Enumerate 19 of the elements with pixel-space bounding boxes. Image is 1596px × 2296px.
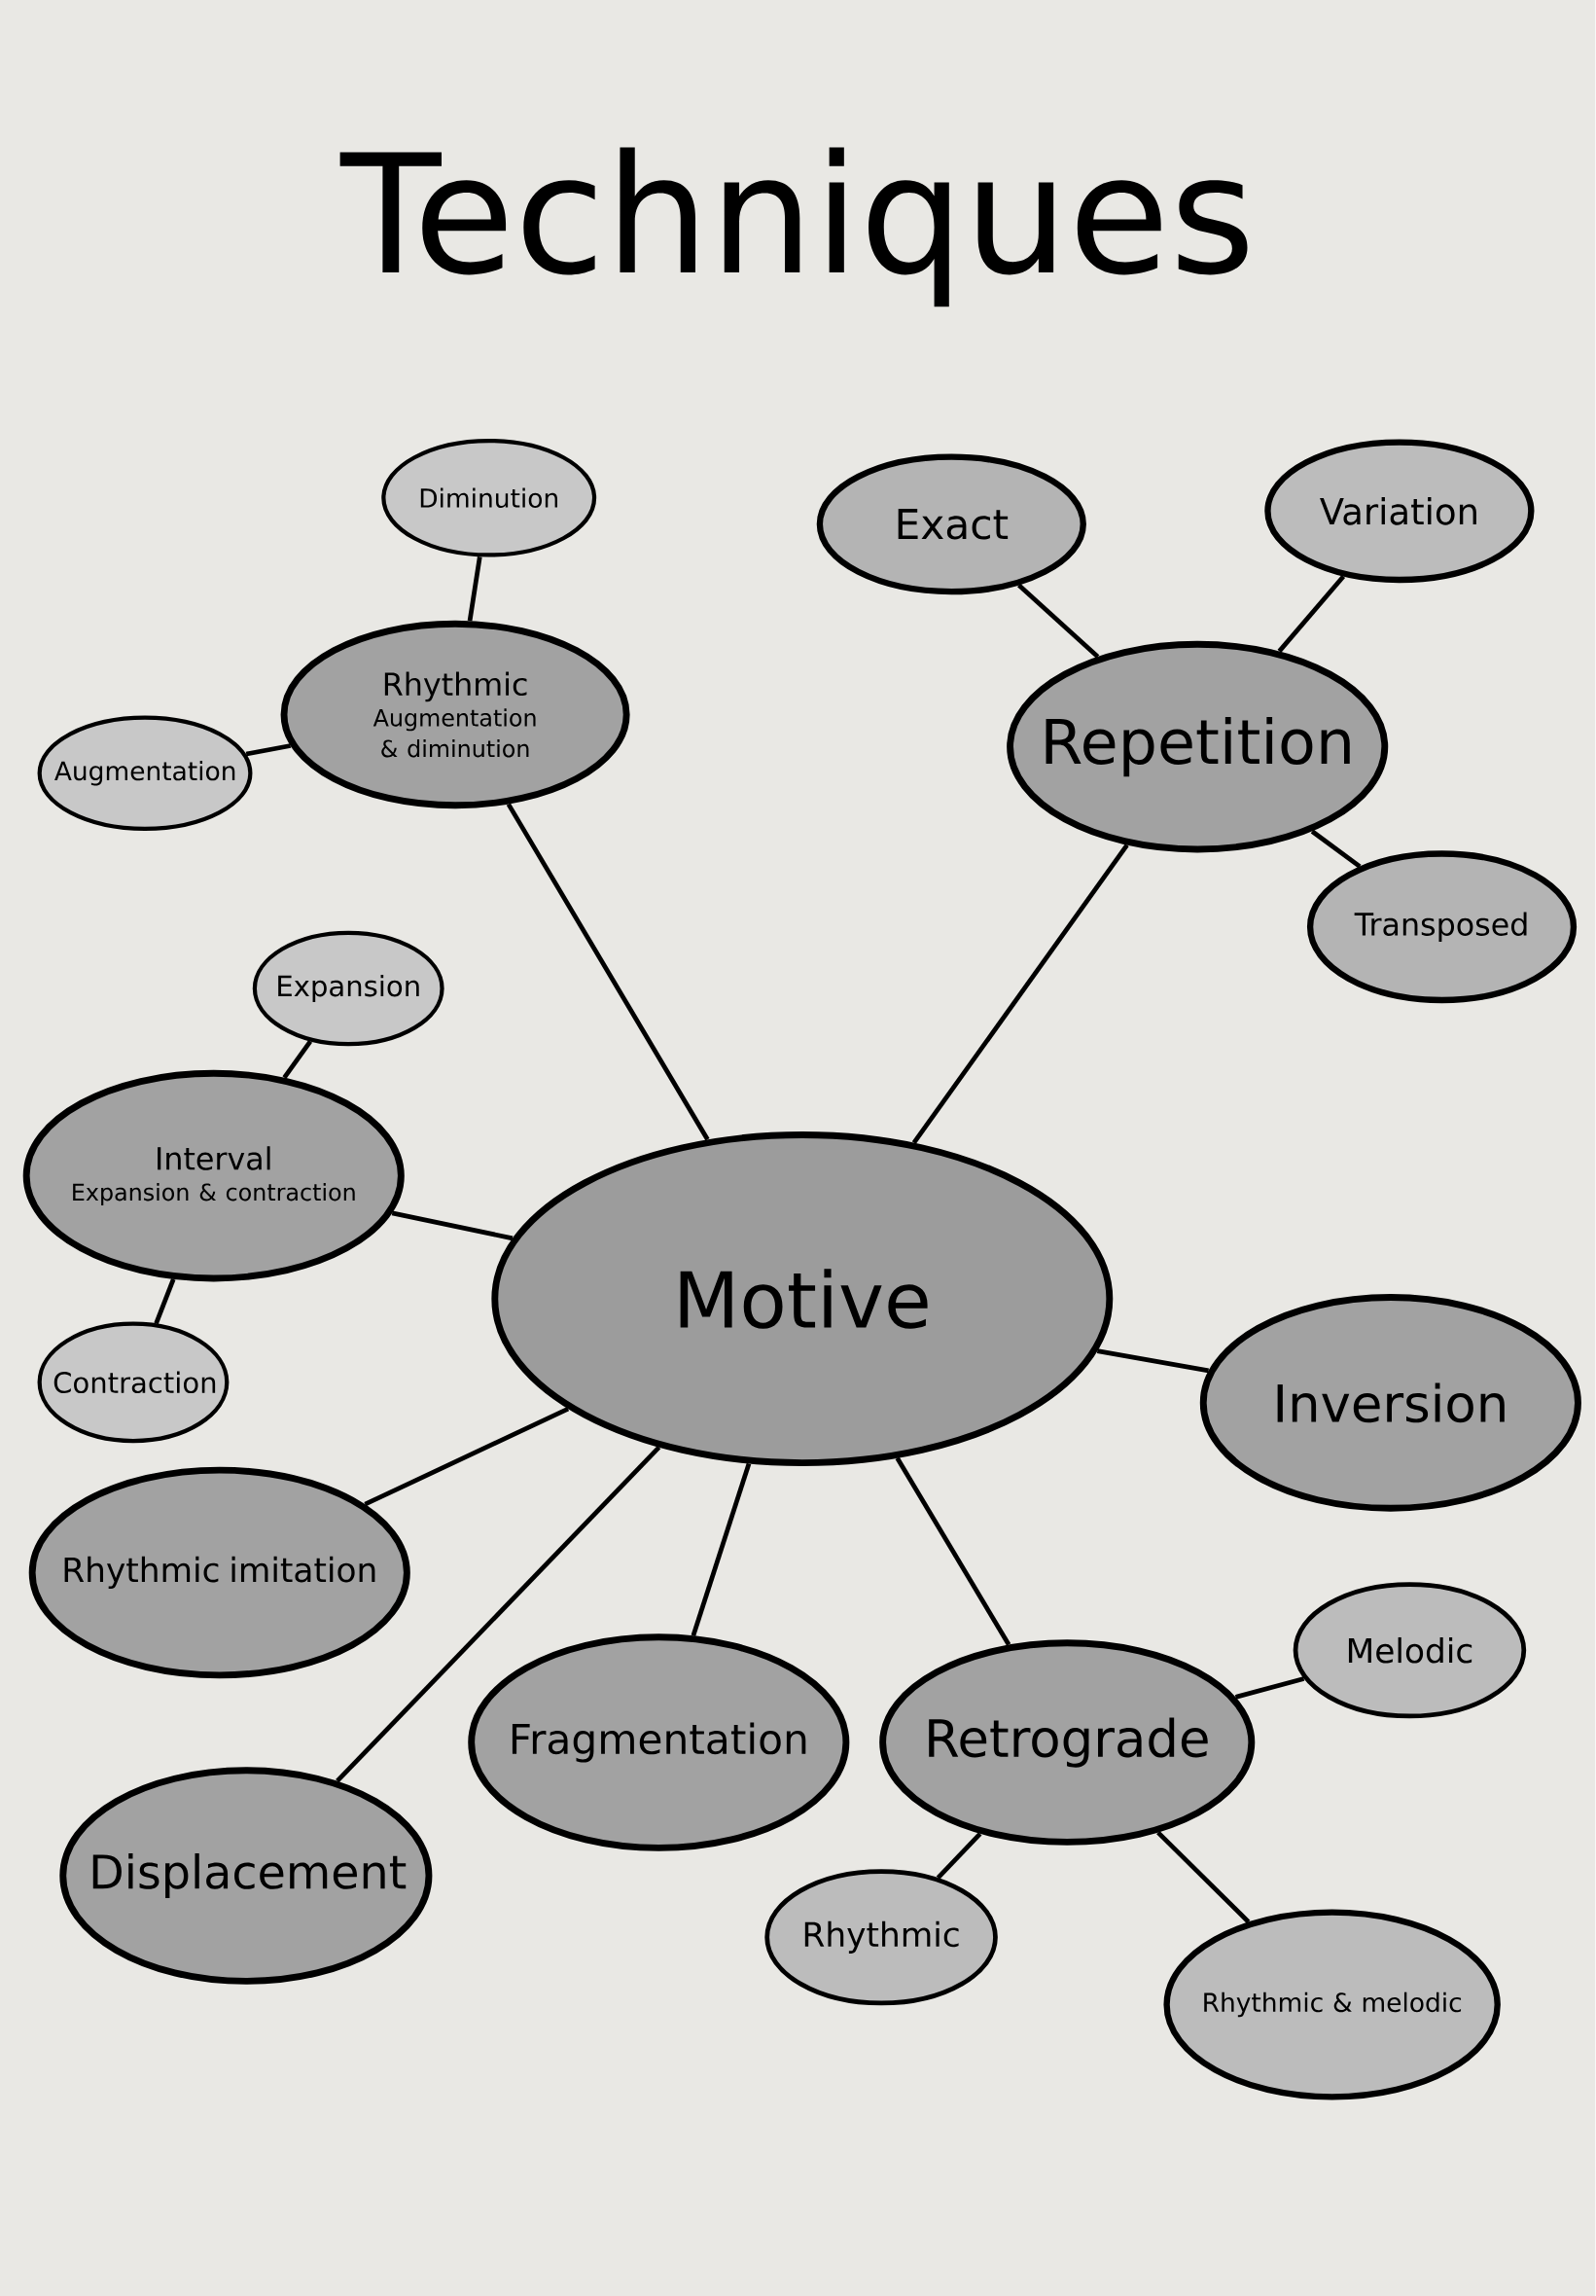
connector-line (467, 556, 482, 622)
connector-line (154, 1278, 176, 1325)
connector-line (1156, 1830, 1251, 1924)
connector-line (895, 1456, 1011, 1646)
connector-line (912, 843, 1129, 1144)
connector-line (1017, 583, 1100, 659)
connector-line (1235, 1676, 1305, 1700)
connector-line (336, 1446, 661, 1783)
connector-line (1277, 574, 1346, 653)
connector-line (246, 743, 292, 757)
connector-line (1097, 1348, 1210, 1374)
connector-line (364, 1406, 570, 1507)
connector-line (1310, 829, 1362, 869)
connector-line (507, 803, 710, 1141)
connector-line (937, 1832, 982, 1880)
connector-line (391, 1210, 514, 1241)
connector-line (691, 1462, 752, 1636)
title: Techniques (339, 147, 1248, 307)
connector-line (282, 1040, 313, 1079)
